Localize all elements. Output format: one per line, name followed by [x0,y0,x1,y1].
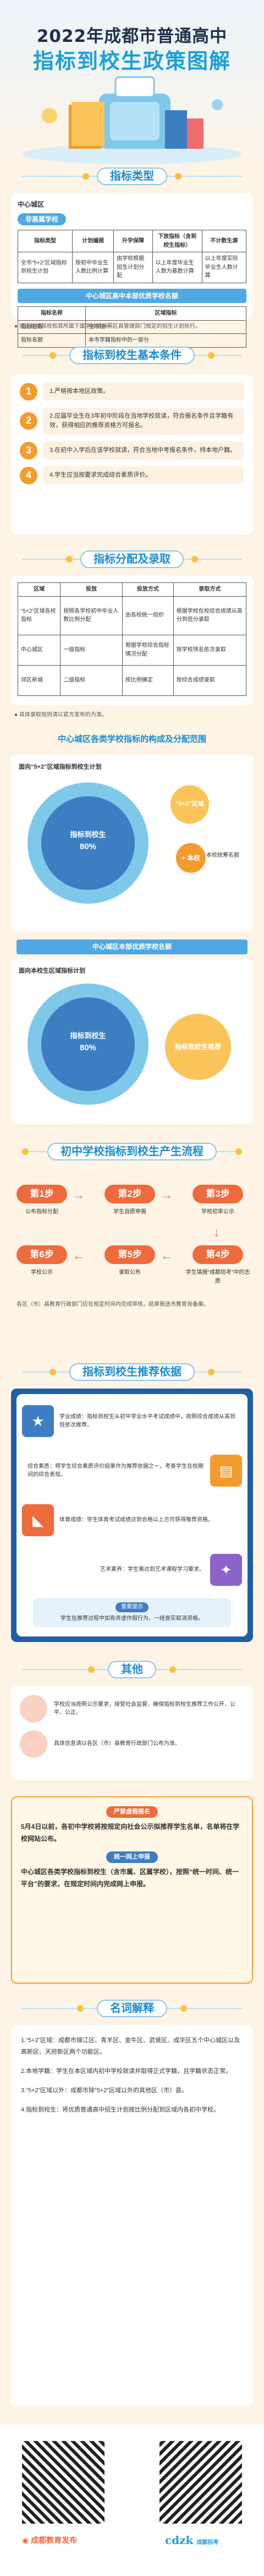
section-title-process: 初中学校指标到校生产生流程 [0,1141,264,1163]
section-title-types: 指标类型 [0,165,264,187]
chart1-header: 面向“5+2”区域指标到校生计划 [19,764,102,770]
arrow-right-icon: → [161,1188,173,1202]
quota-table: 指标名称区域指标 指标总数全市统一 指标名额本市学籍指标中的一部分 [17,306,246,348]
info-icon [20,1730,47,1758]
glossary-card: 1.“5+2”区域：成都市锦江区、青羊区、金牛区、武侯区、成华区五个中心城区以及… [11,2025,253,2405]
text-no-fake: 5月4日以前，各初中学校将按规定向社会公示拟推荐学生名单，名单将在学校网站公布。 [21,1823,240,1843]
chart2-inner: 指标到校生 80% [41,997,135,1091]
table-row: “5+2”区域各校指标按照各学校初中毕业人数比例分配 由各校统一组织根据学校在校… [17,596,247,635]
step-5: 第5步 [105,1245,155,1264]
allocation-table: 区域投放 投放方式录取方式 “5+2”区域各校指标按照各学校初中毕业人数比例分配… [17,582,247,696]
arrow-right-icon: → [73,1188,85,1202]
step-6: 第6步 [16,1245,67,1264]
process-flow: 第1步 公布指标分配 → 第2步 学生自愿申报 → 第3步 学校初审公示 ↓ 第… [11,1168,253,1350]
notice-title: 重要提示 [116,1602,148,1612]
section-title-allocation: 指标分配及录取 [0,548,264,570]
basis-row: ▤ 综合素质：将学生综合素质评价结果作为推荐依据之一，考查学生在校期间的综合表现… [22,1455,242,1487]
composition-title: 中心城区各类学校指标的构成及分配范围 [57,735,206,744]
glossary-item: 3.“5+2”区域以外：成都市除“5+2”区域以外的其他区（市）县。 [21,2087,188,2094]
book-icon: ▤ [210,1455,242,1487]
types-table: 指标类型计划编报 升学保障下放指标（含到校生指标） 不计数生源 全市“5+2”区… [17,230,247,283]
table-row: 全市“5+2”区域指标到校生计划按初中毕业生人数比例计算 由学校根据招生计划分配… [17,252,247,283]
chart2-card: 面向本校生区域指标计划 指标到校生 80% 指标到校生推荐 [11,959,253,1124]
conditions-card: 1 1.严格按本地区政策。 2 2.应届毕业生在3年初中阶段在当地学校就读，符合… [11,375,253,534]
glossary-item: 2.本地学籍：学生在本区域内初中学校就读并取得正式学籍，且学籍状态正常。 [21,2067,232,2075]
bubble-region: “5+2”区域 [170,785,209,824]
notice-box: 重要提示 学生在推荐过程中如有弄虚作假行为，一经查实取消资格。 [33,1598,231,1627]
section-title-other: 其他 [0,1659,264,1681]
hero-banner: 2022年成都市普通高中 指标到校生政策图解 [0,0,264,165]
step-4: 第4步 [193,1245,243,1264]
center-subtitle: 非高属学校 [18,213,67,226]
text-online: 中心城区各类学校指标到校生（含市属、区属学校），按照“统一时间、统一平台”的要求… [21,1868,239,1888]
chart2-header: 面向本校生区域指标计划 [19,968,85,974]
label-online: 统一网上申报 [106,1851,158,1864]
process-note: 各区（市）县教育行政部门应在规定时间内完成审核，结果报送市教育局备案。 [16,1301,209,1308]
center-label: 中心城区 [18,201,45,208]
step-2: 第2步 [105,1185,155,1203]
document-icon [20,1695,47,1722]
step-3-caption: 学校初审公示 [201,1209,234,1215]
table-row: 指标总数全市统一 [17,320,246,334]
timeline-card: 严禁虚假报名 5月4日以前，各初中学校将按规定向社会公示拟推荐学生名单，名单将在… [11,1796,253,1984]
chart1-inner: 指标到校生 80% [41,796,135,890]
arrow-down-icon: ↓ [213,1225,219,1239]
condition-item: 3 3.在初中入学后在该学校就读，符合当地中考报名条件，持本地户籍。 [20,441,244,460]
step-4-caption: 学生填报“成都招考”中的志愿 [185,1270,250,1284]
step-2-caption: 学生自愿申报 [113,1209,146,1215]
section-title-glossary: 名词解释 [0,1997,264,2019]
glossary-item: 4.指标到校生：将优质普通高中招生计划按比例分配到区域内各初中学校。 [21,2106,220,2113]
step-1: 第1步 [16,1185,67,1203]
step-6-caption: 学校公示 [31,1270,53,1276]
trophy-icon: ★ [22,1405,54,1437]
types-card: 中心城区 非高属学校 指标类型计划编报 升学保障下放指标（含到校生指标） 不计数… [11,193,253,348]
chart1-card: 面向“5+2”区域指标到校生计划 指标到校生 80% “5+2”区域 + 本校 … [11,755,253,931]
step-1-caption: 公布指标分配 [25,1209,58,1215]
other-card: 学校应当按照公示要求，接受社会监督，确保指标到校生推荐工作公开、公平、公正。 具… [11,1686,253,1780]
label-no-fake: 严禁虚假报名 [106,1806,158,1818]
hero-title-line2: 指标到校生政策图解 [32,49,231,73]
hero-title-line1: 2022年成都市普通高中 [36,26,228,46]
qr-code-2 [160,2441,242,2524]
cc-subtitle: 中心城区高中本部优质学校名额 [18,288,246,304]
allocation-card: 区域投放 投放方式录取方式 “5+2”区域各校指标按照各学校初中毕业人数比例分配… [11,576,253,705]
other-item: 具体信息请以各区（市）县教育行政部门公布为准。 [20,1730,244,1758]
step-5-caption: 录取公布 [119,1270,141,1276]
types-note: ● 郊区新城高校和其所属下属学校请按照区县管理部门规定的招生计划执行。 [14,323,201,330]
condition-item: 2 2.应届毕业生在3年初中阶段在当地学校就读，符合报名条件且学籍有效，获得相应… [20,407,244,435]
step-3: 第3步 [193,1185,243,1203]
logo-cdedu-icon: ◉ [22,2536,31,2545]
bubble-school: + 本校 [176,843,206,873]
qr-code-1 [22,2441,105,2524]
allocation-note: ● 具体录取规则请以官方发布的为准。 [14,712,107,718]
condition-item: 4 4.学生应当按要求完成综合素质评价。 [20,466,244,485]
shoe-icon: ◣ [22,1504,54,1536]
condition-item: 1 1.严格按本地区政策。 [20,382,244,401]
palette-icon: ✦ [210,1554,242,1586]
basis-row: ✦ 艺术素养：学生需达到艺术课程学习要求。 [22,1554,242,1586]
bubble-recommend: 指标到校生推荐 [165,1014,231,1080]
section-title-conditions: 指标到校生基本条件 [0,344,264,366]
hero-illustration [22,76,242,164]
table-row: 指标名额本市学籍指标中的一部分 [17,333,246,348]
glossary-item: 1.“5+2”区域：成都市锦江区、青羊区、金牛区、武侯区、成华区五个中心城区以及… [21,2037,240,2055]
other-item: 学校应当按照公示要求，接受社会监督，确保指标到校生推荐工作公开、公平、公正。 [20,1695,244,1722]
notice-text: 学生在推荐过程中如有弄虚作假行为，一经查实取消资格。 [61,1615,204,1622]
bubble-school-label: 本校统筹名额 [206,852,239,858]
basis-row: ◣ 体育成绩：学生体育考试成绩达到合格以上方可获得推荐资格。 [22,1504,242,1536]
section-title-basis: 指标到校生推荐依据 [0,1361,264,1383]
basis-inner [16,1394,248,1637]
arrow-left-icon: ← [161,1249,173,1262]
cc-header: 中心城区本部优质学校名额 [16,939,248,954]
table-row: 郊区新城二级指标 按比例确定按综合成绩录取 [17,665,247,696]
logo-cdedu: ◉ 成都教育发布 [22,2536,78,2545]
table-row: 中心城区一级指标 根据学校综合指标情况分配按学校排名依次录取 [17,634,247,666]
basis-row: ★ 学业成绩：指标到校生从初中学业水平考试成绩中，按照综合成绩从高到低依次推荐。 [22,1405,242,1437]
arrow-left-icon: ← [73,1249,85,1262]
